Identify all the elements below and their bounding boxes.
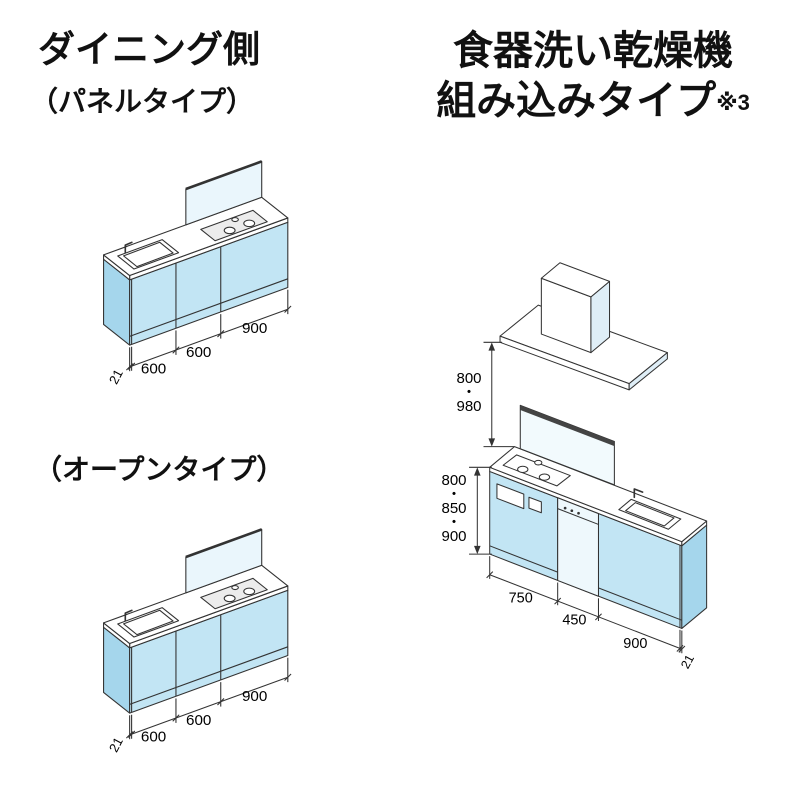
panel-type-drawing: [102, 160, 293, 388]
stove-front: [496, 483, 542, 514]
dim-label-750: 750: [509, 591, 533, 607]
counter-height-values: 800 ・ 850 ・ 900: [441, 472, 467, 545]
cooktop: [502, 454, 571, 487]
faucet-icon: [633, 488, 644, 499]
dishwasher-type-drawing: 750 450 900 21: [469, 262, 708, 671]
dim-label-450: 450: [562, 612, 586, 628]
sink: [618, 488, 682, 530]
right-title-line1: 食器洗い乾燥機: [453, 29, 733, 73]
counter-height-dimension: [469, 466, 492, 555]
left-column: ダイニング側 （パネルタイプ） （オープンタイプ）: [0, 0, 380, 800]
range-hood: [499, 262, 668, 391]
dimension-labels: 750 450 900 21: [509, 591, 697, 671]
dim-label-panel: 21: [678, 652, 697, 671]
hood-clearance-values: 800 ・ 980: [456, 370, 482, 415]
dishwasher: [557, 497, 599, 597]
width-dimension-lines: [486, 556, 686, 654]
open-type-label: （オープンタイプ）: [34, 454, 285, 485]
right-title-note: ※3: [716, 90, 750, 115]
right-title-line2: 組み込みタイプ: [436, 79, 717, 123]
left-title: ダイニング側: [38, 29, 260, 70]
hood-clearance-dimension: [483, 341, 515, 448]
open-type-drawing: [102, 528, 293, 756]
dim-label-900: 900: [623, 636, 647, 652]
right-column: 食器洗い乾燥機 組み込みタイプ※3: [390, 0, 800, 800]
oil-guard-panel: [519, 404, 615, 486]
right-title: 食器洗い乾燥機 組み込みタイプ※3: [408, 26, 778, 126]
left-subtitle: （パネルタイプ）: [30, 86, 255, 117]
